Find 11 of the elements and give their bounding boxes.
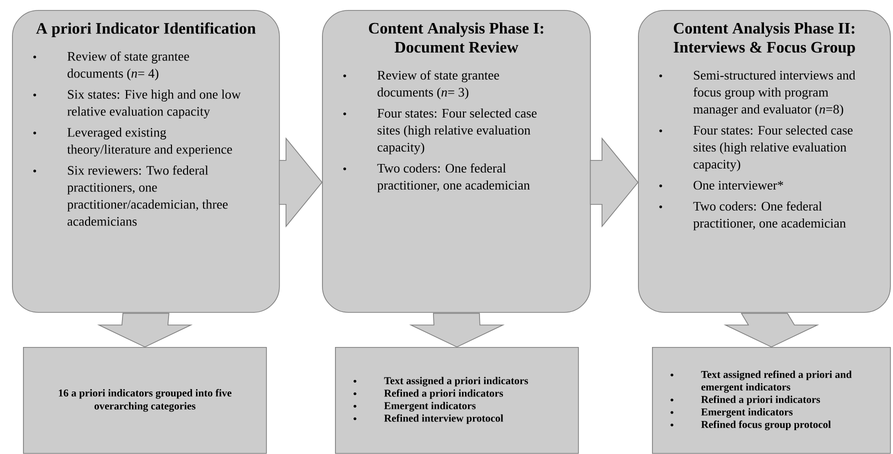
rounded-box: A priori Indicator Identification Review of state grantee documents (n= 4) Six states: Five high and one low relative evaluation capacity Leveraged existing theory/literature and experience Six reviewers: Two federal practitioners, one practitioner/academician, three academicians [12,10,280,313]
rounded-box: Content Analysis Phase I: Document Review Review of state grantee documents (n= 3) Four states: Four selected case sites (high relative evaluation capacity) Two coders: One federal practitioner, one academician [322,10,591,313]
block-arrow [590,137,639,228]
block-arrow [97,312,193,348]
block-arrow [278,137,323,228]
process-box: 16 a priori indicators grouped into five overarching categories [23,347,267,454]
process-box: Text assigned a priori indicators Refined a priori indicators Emergent indicators Refined interview protocol [335,347,579,454]
process-box: Text assigned refined a priori and emergent indicators Refined a priori indicators Emergent indicators Refined focus group protocol [652,347,891,454]
rounded-box: Content Analysis Phase II: Interviews & Focus Group Semi-structured interviews and focus group with program manager and evaluator (n=8) Four states: Four selected case sites (high relative evaluation capacity) One interviewer* Two coders: One federal practitioner, one academician [638,10,891,313]
block-arrow [724,312,820,348]
block-arrow [409,312,505,348]
